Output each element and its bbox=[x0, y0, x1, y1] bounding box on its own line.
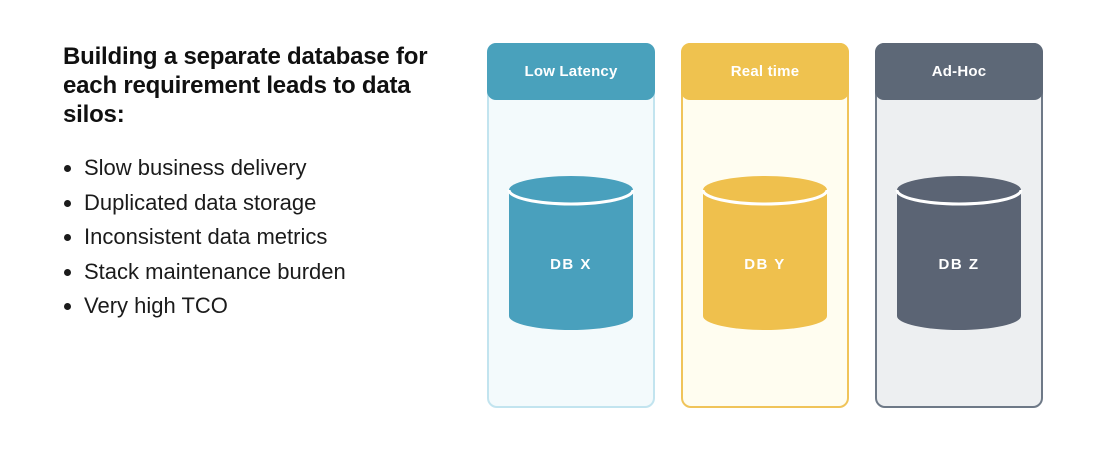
card-header: Low Latency bbox=[487, 43, 655, 100]
intro-text-block: Building a separate database for each re… bbox=[63, 42, 463, 324]
bullet-item: Duplicated data storage bbox=[84, 186, 463, 221]
bullet-item: Slow business delivery bbox=[84, 151, 463, 186]
card-ad-hoc: Ad-Hoc DB Z bbox=[875, 43, 1043, 408]
db-label: DB X bbox=[550, 256, 592, 273]
card-header: Real time bbox=[681, 43, 849, 100]
bullet-list: Slow business delivery Duplicated data s… bbox=[63, 151, 463, 324]
database-cylinder-icon: DB Z bbox=[895, 176, 1023, 330]
card-header: Ad-Hoc bbox=[875, 43, 1043, 100]
db-label: DB Z bbox=[939, 256, 980, 273]
bullet-item: Stack maintenance burden bbox=[84, 255, 463, 290]
card-low-latency: Low Latency DB X bbox=[487, 43, 655, 408]
card-header-label: Real time bbox=[730, 63, 800, 80]
card-body: DB X bbox=[489, 100, 653, 406]
card-body: DB Z bbox=[877, 100, 1041, 406]
database-cylinder-icon: DB Y bbox=[701, 176, 829, 330]
bullet-item: Very high TCO bbox=[84, 289, 463, 324]
bullet-item: Inconsistent data metrics bbox=[84, 220, 463, 255]
card-header-label: Low Latency bbox=[524, 63, 618, 80]
database-cylinder-icon: DB X bbox=[507, 176, 635, 330]
card-header-label: Ad-Hoc bbox=[931, 63, 987, 80]
database-cards-row: Low Latency DB X Real time bbox=[487, 43, 1043, 408]
card-real-time: Real time DB Y bbox=[681, 43, 849, 408]
db-label: DB Y bbox=[744, 256, 786, 273]
page-title: Building a separate database for each re… bbox=[63, 43, 428, 128]
card-body: DB Y bbox=[683, 100, 847, 406]
